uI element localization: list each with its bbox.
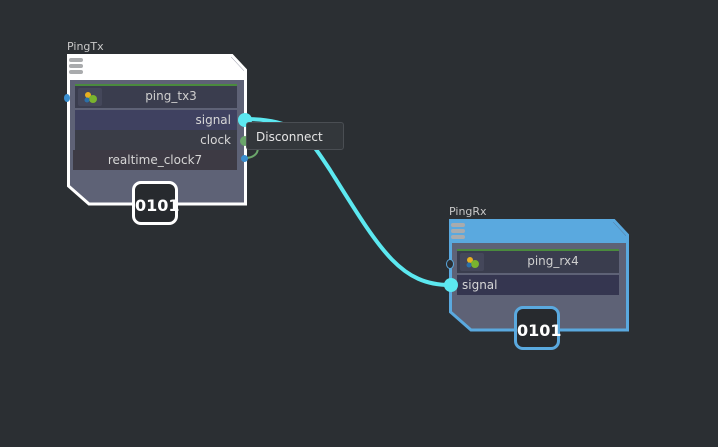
drag-handle-icon[interactable] bbox=[451, 223, 465, 241]
disconnect-tooltip[interactable]: Disconnect bbox=[246, 122, 344, 150]
clock-port[interactable] bbox=[240, 136, 250, 146]
instance-name: ping_tx3 bbox=[145, 89, 197, 103]
drag-handle-icon[interactable] bbox=[69, 58, 83, 76]
node-pingtx[interactable]: ping_tx3 signal clock realtime_clock7 01… bbox=[64, 54, 252, 232]
output-clock: clock bbox=[75, 130, 237, 150]
clock-source-port[interactable] bbox=[241, 155, 248, 162]
component-header: ping_rx4 bbox=[457, 249, 619, 273]
instance-name: ping_rx4 bbox=[527, 254, 579, 268]
node-title-pingrx: PingRx bbox=[449, 205, 487, 218]
node-title-pingtx: PingTx bbox=[67, 40, 104, 53]
input-signal: signal bbox=[457, 275, 619, 295]
gears-icon bbox=[460, 253, 484, 271]
signal-port[interactable] bbox=[444, 278, 458, 292]
gears-icon bbox=[78, 88, 102, 106]
input-port[interactable] bbox=[64, 94, 70, 102]
clock-source: realtime_clock7 bbox=[73, 150, 237, 170]
component-header: ping_tx3 bbox=[75, 84, 237, 108]
output-signal: signal bbox=[75, 110, 237, 130]
input-port[interactable] bbox=[446, 259, 454, 269]
badge: 0101 bbox=[514, 306, 562, 350]
node-pingrx[interactable]: ping_rx4 signal 0101 bbox=[444, 219, 629, 355]
badge: 0101 bbox=[132, 181, 180, 225]
